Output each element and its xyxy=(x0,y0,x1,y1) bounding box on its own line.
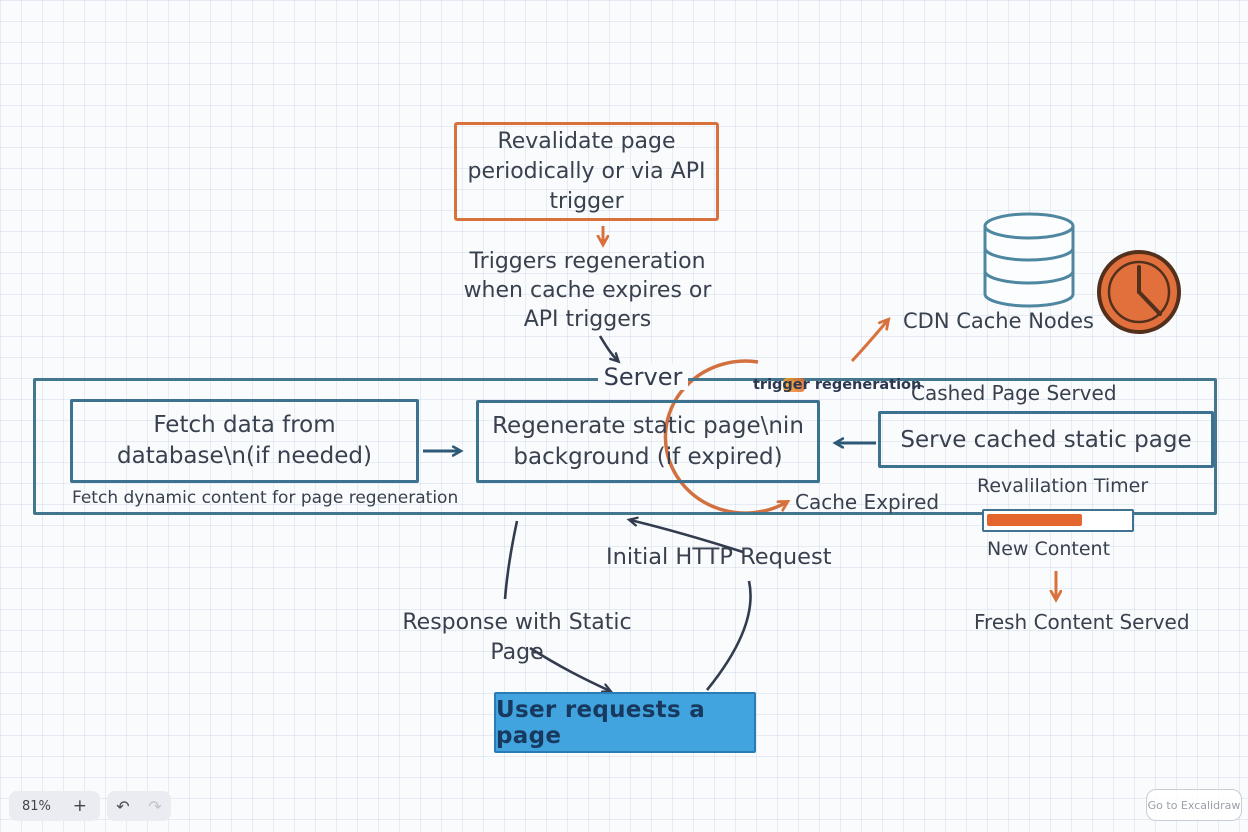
arrow-note-to-server[interactable] xyxy=(598,335,618,361)
fetch-data-text: Fetch data from database\n(if needed) xyxy=(117,412,372,469)
highlight-smudge xyxy=(783,378,805,392)
cache-expired-label[interactable]: Cache Expired xyxy=(795,490,940,514)
response-with-static-page-label[interactable]: Response with Static Page xyxy=(402,610,632,665)
fetch-data-box[interactable]: Fetch data from database\n(if needed) xyxy=(70,399,419,483)
user-requests-box[interactable]: User requests a page xyxy=(494,692,756,753)
database-icon[interactable] xyxy=(983,212,1075,308)
revalidation-progress-fill xyxy=(987,514,1082,526)
clock-icon[interactable] xyxy=(1097,250,1181,334)
cdn-cache-nodes-label[interactable]: CDN Cache Nodes xyxy=(903,309,1094,333)
initial-http-request-label[interactable]: Initial HTTP Request xyxy=(606,544,832,570)
go-to-excalidraw-label: Go to Excalidraw xyxy=(1147,798,1241,812)
serve-cached-box[interactable]: Serve cached static page xyxy=(878,411,1214,468)
fresh-content-served-label[interactable]: Fresh Content Served xyxy=(974,610,1190,634)
new-content-label[interactable]: New Content xyxy=(987,538,1111,560)
serve-cached-text: Serve cached static page xyxy=(900,426,1192,453)
redo-icon[interactable]: ↷ xyxy=(148,796,162,816)
cached-page-served-label[interactable]: Cashed Page Served xyxy=(911,381,1117,405)
trigger-regeneration-label[interactable]: trigger regeneration xyxy=(753,377,922,393)
triggers-note[interactable]: Triggers regeneration when cache expires… xyxy=(463,249,712,332)
arrow-server-to-cdn[interactable] xyxy=(850,320,888,363)
revalidate-box-text: Revalidate page periodically or via API … xyxy=(467,128,706,214)
regenerate-text: Regenerate static page\nin background (i… xyxy=(492,412,804,470)
server-label: Server xyxy=(598,364,688,390)
line-userbox-to-initial-request[interactable] xyxy=(705,580,752,691)
zoom-in-button[interactable]: + xyxy=(72,796,87,816)
revalidation-progress-bar[interactable] xyxy=(982,509,1134,532)
regenerate-box[interactable]: Regenerate static page\nin background (i… xyxy=(476,400,820,483)
user-requests-text: User requests a page xyxy=(496,696,706,749)
revalidation-timer-label[interactable]: Revalilation Timer xyxy=(977,475,1149,497)
revalidate-box[interactable]: Revalidate page periodically or via API … xyxy=(454,122,719,221)
fetch-caption: Fetch dynamic content for page regenerat… xyxy=(72,488,459,508)
undo-icon[interactable]: ↶ xyxy=(116,796,130,816)
go-to-excalidraw-button[interactable]: Go to Excalidraw xyxy=(1146,789,1242,821)
zoom-toolbar: 81% + xyxy=(9,791,100,821)
history-toolbar: ↶ ↷ xyxy=(107,791,171,821)
zoom-level[interactable]: 81% xyxy=(22,798,51,814)
line-server-to-response[interactable] xyxy=(503,520,519,600)
